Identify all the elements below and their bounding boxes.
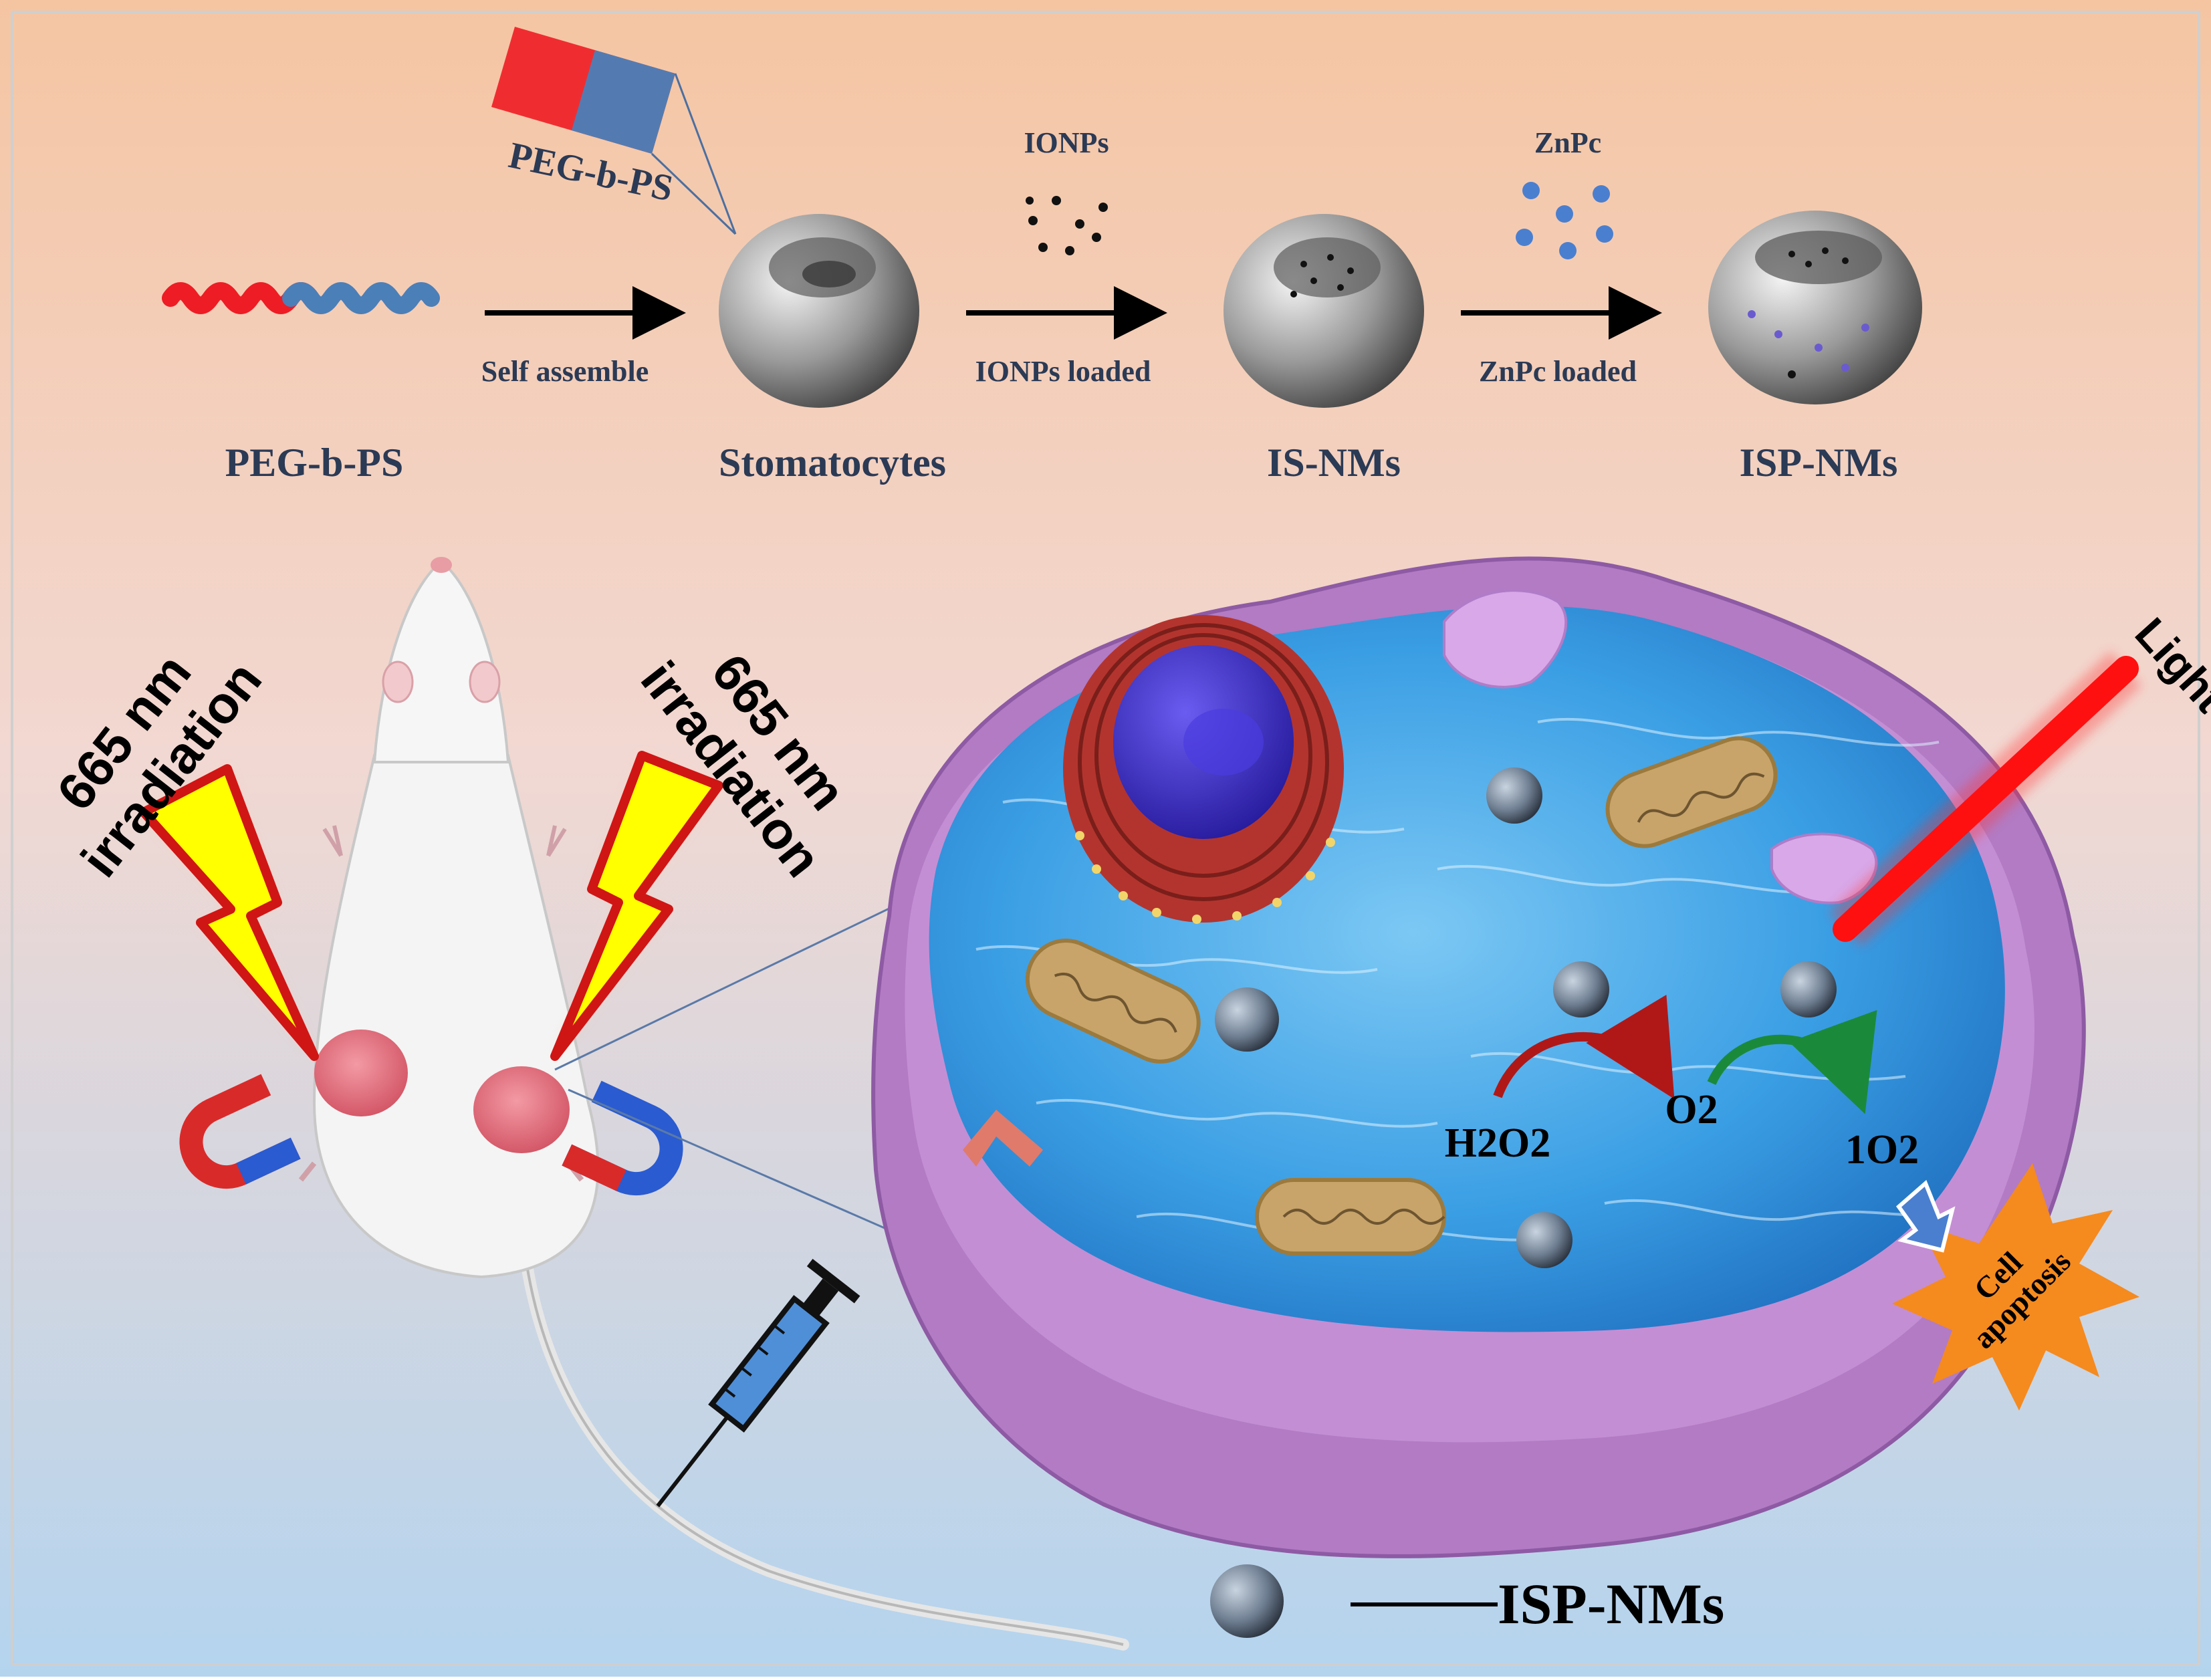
syringe-icon [656, 1259, 860, 1508]
legend-label: ISP-NMs [1498, 1572, 1724, 1636]
isp-nms-label: ISP-NMs [1740, 441, 1898, 485]
h2o2-to-o2-arrow [1493, 994, 1675, 1099]
mitochondrion [1255, 1178, 1446, 1255]
ionps-loaded-label: IONPs loaded [975, 355, 1151, 388]
znpc-loaded-label: ZnPc loaded [1479, 355, 1637, 388]
chevron-organelle [963, 1110, 1043, 1167]
cancer-cell [871, 556, 2086, 1558]
tumor-right [473, 1066, 570, 1153]
nucleus [1113, 645, 1294, 839]
ionps-dots [1026, 196, 1108, 255]
o2-label: O2 [1665, 1087, 1718, 1132]
legend-isp-nm-icon [1210, 1564, 1284, 1638]
polymer-label: PEG-b-PS [225, 441, 404, 485]
golgi-apparatus [1443, 589, 1568, 689]
ionps-label: IONPs [1024, 126, 1109, 159]
o2-to-singlet-arrow [1707, 1009, 1877, 1114]
tumor-left [314, 1030, 408, 1116]
peg-b-ps-polymer [162, 282, 440, 314]
cell-apoptosis-burst: Cell apoptosis [1892, 1163, 2139, 1411]
apoptosis-pointer-arrow [1895, 1179, 1956, 1253]
legend: ISP-NMs [1210, 1564, 1724, 1638]
lightning-bolt-icon [550, 751, 723, 1061]
isp-nm-in-cell [1215, 767, 1837, 1268]
callout-line-bottom [568, 1088, 890, 1231]
h2o2-label: H2O2 [1445, 1120, 1550, 1166]
magnet-icon [562, 1080, 683, 1196]
isp-nms-particle [1708, 211, 1922, 404]
figure-border [11, 11, 2200, 1666]
is-nms-label: IS-NMs [1267, 441, 1401, 485]
stomatocytes-label: Stomatocytes [719, 441, 946, 485]
lightning-bolt-icon [139, 764, 319, 1061]
self-assemble-label: Self assemble [481, 355, 649, 388]
znpc-molecules [1516, 182, 1613, 259]
znpc-label: ZnPc [1534, 126, 1601, 159]
magnet-icon [179, 1074, 301, 1189]
mitochondrion [1605, 736, 1778, 848]
singlet-o2-label: 1O2 [1845, 1127, 1919, 1173]
laser-beam-icon [1829, 651, 2142, 947]
is-nms-particle [1224, 214, 1424, 408]
stomatocyte-particle [719, 214, 919, 408]
callout-line-top [554, 888, 930, 1071]
mitochondrion [1025, 939, 1201, 1064]
